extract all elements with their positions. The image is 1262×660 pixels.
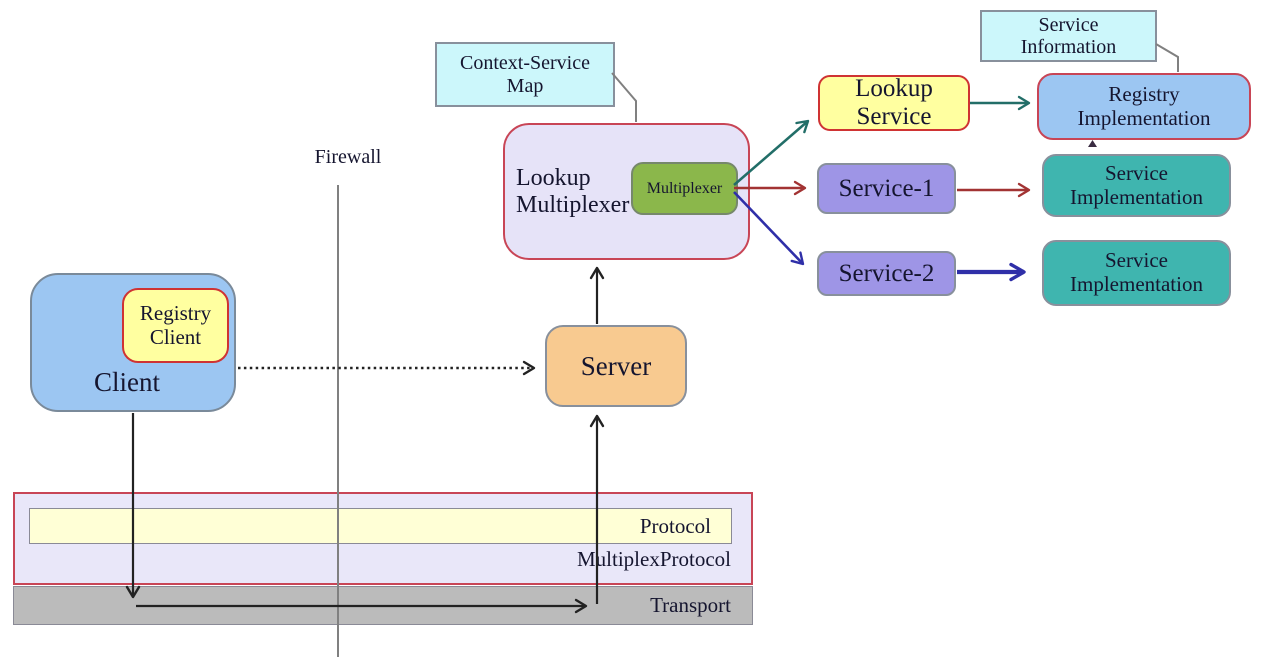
node-multiplexer: Multiplexer	[631, 162, 738, 215]
node-lookup-multiplexer: Lookup Multiplexer Multiplexer	[503, 123, 750, 260]
connector-service-information	[1155, 43, 1179, 72]
layer-transport: Transport	[13, 586, 753, 625]
node-service-implementation-2-label: Service Implementation	[1070, 248, 1203, 296]
node-registry-client: Registry Client	[122, 288, 229, 363]
node-service-2-label: Service-2	[838, 259, 935, 287]
stray-arrowhead-mark	[1088, 140, 1097, 147]
node-registry-implementation-label: Registry Implementation	[1077, 81, 1211, 130]
callout-context-service-map: Context-Service Map	[435, 42, 615, 107]
node-registry-client-label: Registry Client	[139, 300, 212, 349]
node-service-implementation-1-label: Service Implementation	[1070, 160, 1203, 209]
node-server-label: Server	[580, 350, 652, 381]
node-service-2: Service-2	[817, 251, 956, 296]
node-registry-implementation: Registry Implementation	[1037, 73, 1251, 140]
callout-context-service-map-label: Context-Service Map	[460, 52, 590, 97]
node-lookup-service-label: Lookup Service	[855, 75, 933, 130]
layer-multiplex-protocol: Protocol MultiplexProtocol	[13, 492, 753, 585]
node-client: Registry Client Client	[30, 273, 236, 412]
firewall-label: Firewall	[314, 146, 382, 168]
callout-service-information: Service Information	[980, 10, 1157, 62]
node-lookup-service: Lookup Service	[818, 75, 970, 131]
node-lookup-multiplexer-label: Lookup Multiplexer	[516, 164, 630, 218]
node-service-implementation-2: Service Implementation	[1042, 240, 1231, 306]
node-multiplexer-label: Multiplexer	[646, 179, 723, 197]
node-service-1: Service-1	[817, 163, 956, 214]
callout-service-information-label: Service Information	[1020, 13, 1117, 58]
node-service-1-label: Service-1	[838, 174, 935, 202]
node-service-implementation-1: Service Implementation	[1042, 154, 1231, 217]
connector-context-service-map	[611, 72, 637, 122]
node-server: Server	[545, 325, 687, 407]
layer-protocol: Protocol	[29, 508, 732, 544]
node-client-label: Client	[94, 367, 160, 397]
layer-protocol-label: Protocol	[639, 513, 711, 538]
layer-transport-label: Transport	[650, 593, 731, 617]
layer-multiplex-protocol-label: MultiplexProtocol	[577, 547, 731, 571]
